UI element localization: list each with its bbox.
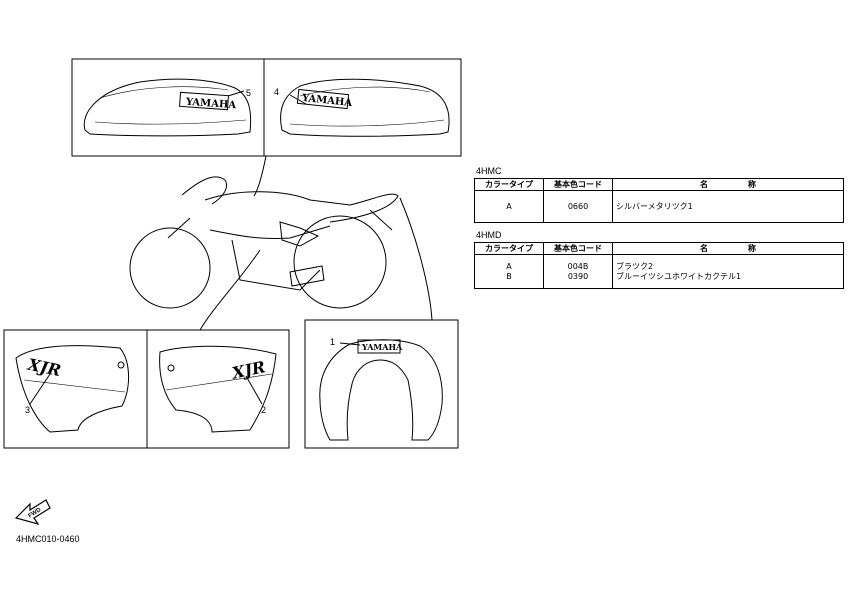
callout-3: 3	[25, 405, 30, 415]
xjr-logo-right: XJR	[229, 357, 266, 383]
cell-type: A	[474, 190, 544, 223]
callout-5: 5	[246, 88, 251, 98]
cell-type: B	[506, 271, 512, 281]
header-name: 名 称	[612, 178, 844, 191]
color-table-4hmd: カラータイプ 基本色コード 名 称 A B 004B 0390 ブラツク2 ブル…	[474, 242, 844, 289]
cell-code: 0390	[567, 271, 589, 281]
callout-4: 4	[274, 87, 279, 97]
leader-3	[29, 373, 51, 405]
yamaha-emblem-right: YAMAHA	[300, 93, 352, 109]
table-row: A B 004B 0390 ブラツク2 ブルーイツシユホワイトカクテル1	[474, 254, 844, 289]
yamaha-emblem-left: YAMAHA	[184, 97, 236, 112]
cell-name: シルバーメタリツク1	[612, 190, 844, 223]
seat-panel	[304, 319, 459, 449]
callout-2: 2	[261, 405, 266, 415]
table-header-row: カラータイプ 基本色コード 名 称	[474, 178, 844, 191]
table-row: A 0660 シルバーメタリツク1	[474, 190, 844, 223]
callout-1: 1	[330, 337, 335, 347]
table-model-4hmc: 4HMC	[476, 166, 502, 176]
cell-type: A	[506, 261, 512, 271]
fuel-tank-panel	[71, 58, 462, 157]
cell-name: ブラツク2	[616, 261, 654, 271]
left-side-cover-panel	[3, 329, 148, 449]
header-color-type: カラータイプ	[474, 178, 544, 191]
cell-code: 004B	[567, 261, 589, 271]
leader-4	[289, 94, 307, 105]
motorcycle-outline	[129, 176, 399, 309]
fwd-arrow-icon	[14, 499, 51, 526]
header-name: 名 称	[612, 242, 844, 255]
table-header-row: カラータイプ 基本色コード 名 称	[474, 242, 844, 255]
table-model-4hmd: 4HMD	[476, 230, 502, 240]
xjr-logo-left: XJR	[25, 354, 62, 380]
header-color-type: カラータイプ	[474, 242, 544, 255]
cell-code: 0660	[543, 190, 613, 223]
header-base-color-code: 基本色コード	[543, 178, 613, 191]
leader-2	[245, 375, 263, 405]
header-base-color-code: 基本色コード	[543, 242, 613, 255]
reference-code: 4HMC010-0460	[16, 534, 80, 544]
color-table-4hmc: カラータイプ 基本色コード 名 称 A 0660 シルバーメタリツク1	[474, 178, 844, 223]
right-side-cover-panel	[146, 329, 290, 449]
leader-5	[227, 90, 245, 97]
leader-1	[339, 342, 361, 346]
yamaha-emblem-seat: YAMAHA	[361, 342, 403, 352]
cell-name: ブルーイツシユホワイトカクテル1	[616, 271, 742, 281]
